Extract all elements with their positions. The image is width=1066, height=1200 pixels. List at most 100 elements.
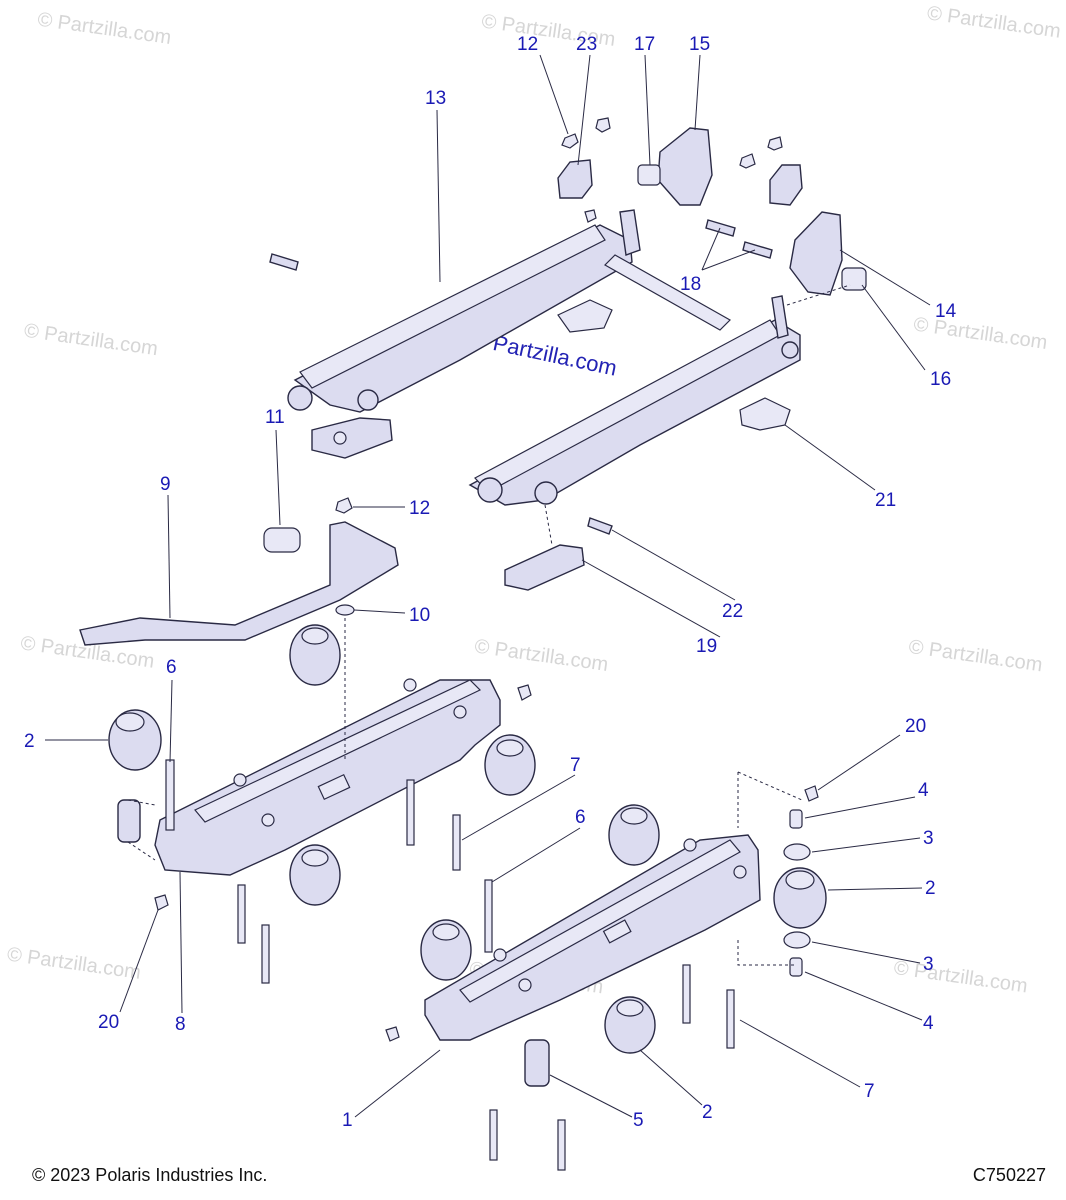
watermark-text: © Partzilla.com xyxy=(6,943,143,984)
roller xyxy=(484,734,536,796)
callout-20-left: 20 xyxy=(98,1012,119,1033)
drawing-id: C750227 xyxy=(972,1165,1046,1185)
watermark-text: © Partzilla.com xyxy=(912,313,1049,354)
watermark-text: © Partzilla.com xyxy=(36,9,173,50)
callout-23: 23 xyxy=(576,34,597,55)
callout-12-lower: 12 xyxy=(409,498,430,519)
roller xyxy=(604,996,656,1054)
watermark-text: © Partzilla.com xyxy=(23,320,160,361)
bracket xyxy=(311,417,393,459)
callout-13: 13 xyxy=(425,88,446,109)
roller xyxy=(289,844,341,906)
bolt xyxy=(269,253,299,271)
bolt xyxy=(557,1119,566,1171)
part-17-spring xyxy=(637,164,661,186)
watermark-text: © Partzilla.com xyxy=(892,957,1029,998)
callout-6-right: 6 xyxy=(575,807,586,828)
copyright-text: © 2023 Polaris Industries Inc. xyxy=(32,1165,268,1185)
bumper xyxy=(804,785,819,802)
part-right-seat-slider-rail xyxy=(468,295,801,506)
callout-4-upper: 4 xyxy=(918,780,929,801)
part-10-washer xyxy=(335,604,355,616)
roller xyxy=(773,867,827,929)
nut xyxy=(739,153,756,169)
part-9-release-bar xyxy=(79,521,399,646)
roller xyxy=(608,804,660,866)
callout-7-upper: 7 xyxy=(570,755,581,776)
callout-10: 10 xyxy=(409,605,430,626)
leader-lines xyxy=(45,54,931,1118)
callout-12: 12 xyxy=(517,34,538,55)
spacer xyxy=(117,799,141,843)
part-2-roller xyxy=(108,709,162,771)
callout-20-right: 20 xyxy=(905,716,926,737)
bolt xyxy=(682,964,691,1024)
callout-14: 14 xyxy=(935,301,957,322)
callout-17: 17 xyxy=(634,34,655,55)
bolt xyxy=(406,779,415,846)
callout-5: 5 xyxy=(633,1110,644,1131)
callout-9: 9 xyxy=(160,474,171,495)
callout-3-upper: 3 xyxy=(923,828,934,849)
callout-21: 21 xyxy=(875,490,896,511)
alignment-line xyxy=(786,284,851,306)
callout-6-left: 6 xyxy=(166,657,177,678)
part-6-bolt-right xyxy=(484,879,493,953)
callout-2-left: 2 xyxy=(24,731,35,752)
callout-3-lower: 3 xyxy=(923,954,934,975)
nut xyxy=(767,136,783,151)
part-12-nut-lower xyxy=(335,497,353,514)
part-19-latch-bracket xyxy=(504,544,585,591)
callout-2-bottom: 2 xyxy=(702,1102,713,1123)
watermark-text: © Partzilla.com xyxy=(473,635,610,676)
alignment-line xyxy=(127,799,156,861)
mount-bracket xyxy=(557,299,613,333)
bolt xyxy=(237,884,246,944)
part-6-bolt xyxy=(165,759,175,831)
part-11-spring xyxy=(263,527,301,553)
roller xyxy=(289,624,341,686)
part-7-bolt-right xyxy=(726,989,735,1049)
bumper xyxy=(517,684,532,701)
callout-18: 18 xyxy=(680,274,701,295)
part-4-sleeve xyxy=(789,809,803,829)
part-20-bumper xyxy=(154,894,169,911)
watermark-text: © Partzilla.com xyxy=(926,2,1063,43)
callout-11: 11 xyxy=(265,407,285,428)
part-14-latch-handle xyxy=(789,211,843,296)
callout-7-lower: 7 xyxy=(864,1081,875,1102)
part-3-bushing xyxy=(783,843,811,861)
watermark-text: © Partzilla.com xyxy=(907,636,1044,677)
part-21-bracket xyxy=(739,397,791,431)
callout-15: 15 xyxy=(689,34,710,55)
part-23-clamp-right xyxy=(769,164,803,206)
part-15-latch-handle xyxy=(657,127,713,206)
bracket-hole xyxy=(333,431,347,445)
nut xyxy=(584,209,597,223)
bushing xyxy=(783,931,811,949)
part-18-pin-2 xyxy=(742,241,773,259)
part-7-bolt xyxy=(452,814,461,871)
part-16-spring xyxy=(841,267,867,291)
nut xyxy=(595,117,611,133)
part-8-base-frame-left xyxy=(154,678,501,876)
part-22-bolt xyxy=(587,517,613,535)
bumper xyxy=(385,1026,400,1042)
roller xyxy=(420,919,472,981)
callout-2-right: 2 xyxy=(925,878,936,899)
bolt xyxy=(261,924,270,984)
part-12-nut xyxy=(561,133,579,149)
cross-tube xyxy=(604,254,731,331)
bolt xyxy=(489,1109,498,1161)
part-18-pin xyxy=(705,219,736,237)
sleeve xyxy=(789,957,803,977)
callout-1: 1 xyxy=(342,1110,353,1131)
part-1-base-frame-right xyxy=(424,834,761,1041)
callout-16: 16 xyxy=(930,369,951,390)
alignment-line xyxy=(737,940,795,966)
alignment-line xyxy=(544,504,553,546)
part-5-spacer xyxy=(524,1039,550,1087)
callout-22: 22 xyxy=(722,601,743,622)
part-13-seat-slider-rail-left xyxy=(287,209,641,413)
